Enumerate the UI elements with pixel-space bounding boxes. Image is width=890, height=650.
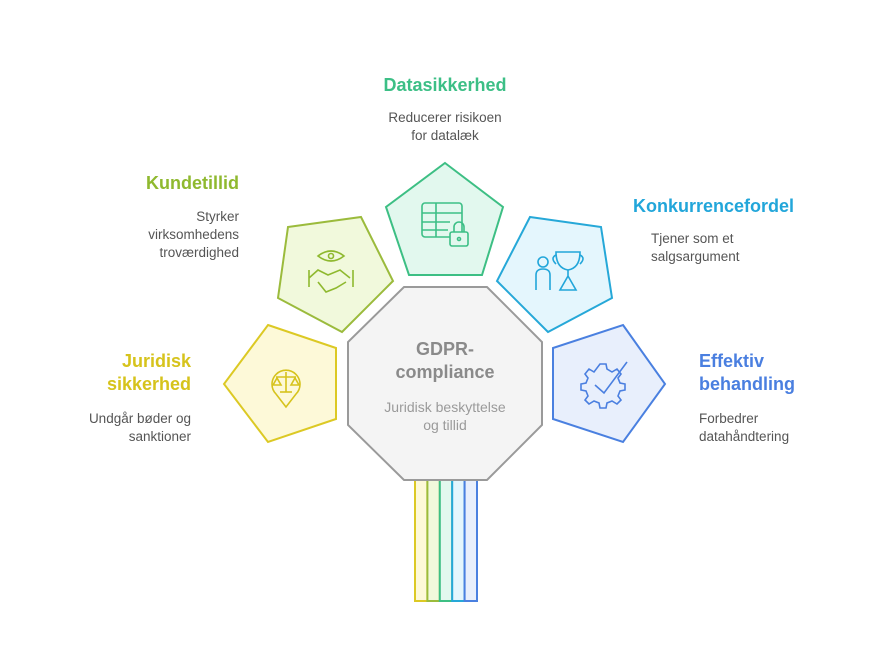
datasikkerhed-description: Reducerer risikoen for datalæk [345, 109, 545, 145]
center-title-line1: GDPR- [416, 339, 474, 359]
konkurrencefordel-description: Tjener som et salgsargument [651, 230, 851, 266]
kundetillid-desc-line3: troværdighed [159, 245, 239, 260]
center-title: GDPR-compliance [370, 338, 520, 384]
effektiv-title-line2: behandling [699, 374, 795, 394]
juridisk-title-line2: sikkerhed [106, 374, 191, 394]
center-description: Juridisk beskyttelse og tillid [360, 398, 530, 434]
konkurrencefordel-desc-line1: Tjener som et [651, 231, 734, 246]
pentagon-kundetillid [276, 215, 395, 334]
datasikkerhed-desc-line2: for datalæk [411, 128, 479, 143]
juridisk-title-line1: Juridisk [121, 351, 191, 371]
konkurrencefordel-desc-line2: salgsargument [651, 249, 740, 264]
effektiv-desc-line2: datahåndtering [699, 429, 790, 444]
center-title-line2: compliance [395, 362, 495, 382]
juridisk-title: Juridisk sikkerhed [60, 350, 191, 396]
pentagon-konkurrencefordel [495, 215, 614, 334]
kundetillid-title: Kundetillid [146, 173, 239, 193]
handshake-eye-icon [308, 250, 354, 293]
center-desc-line1: Juridisk beskyttelse [384, 399, 506, 415]
kundetillid-desc-line1: Styrker [196, 209, 239, 224]
person-trophy-icon [535, 251, 584, 291]
effektiv-title-line1: Effektiv [699, 351, 765, 371]
effektiv-desc-line1: Forbedrer [699, 411, 759, 426]
center-octagon [347, 286, 543, 481]
juridisk-desc-line1: Undgår bøder og [88, 411, 191, 426]
scales-icon [271, 369, 301, 409]
juridisk-desc-line2: sanktioner [128, 429, 191, 444]
pentagon-effektiv [552, 323, 667, 444]
kundetillid-desc-line2: virksomhedens [148, 227, 239, 242]
konkurrencefordel-title: Konkurrencefordel [633, 196, 795, 216]
datasikkerhed-title: Datasikkerhed [383, 75, 507, 95]
table-lock-icon [421, 202, 469, 247]
effektiv-description: Forbedrer datahåndtering [699, 410, 849, 446]
effektiv-title: Effektiv behandling [699, 350, 849, 396]
color-stripes [414, 479, 479, 602]
gear-check-icon [580, 361, 628, 409]
kundetillid-description: Styrker virksomhedens troværdighed [80, 208, 239, 262]
pentagon-datasikkerhed [384, 161, 505, 276]
datasikkerhed-desc-line1: Reducerer risikoen [388, 110, 502, 125]
juridisk-description: Undgår bøder og sanktioner [40, 410, 191, 446]
center-desc-line2: og tillid [423, 417, 467, 433]
